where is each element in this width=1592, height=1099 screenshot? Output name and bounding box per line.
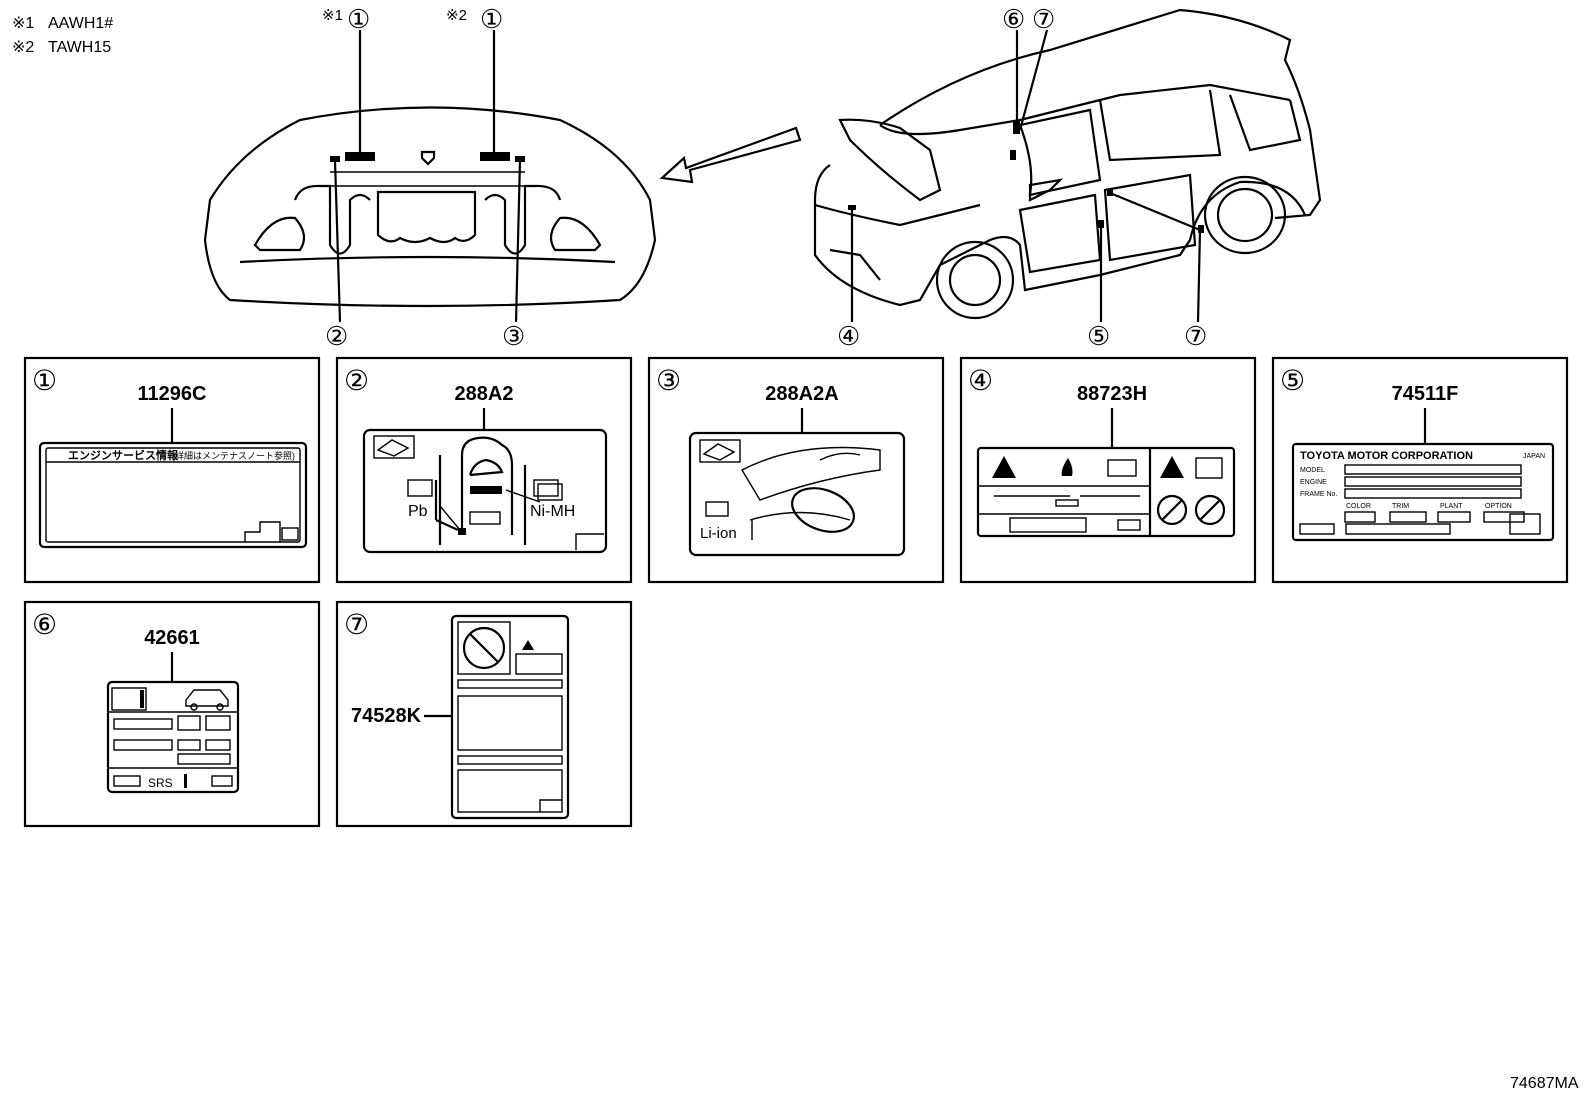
panel-1-label-subtitle: (詳細はメンテナスノート参照) [172,450,295,461]
hood-leaders [333,30,522,323]
panel-3-part-number: 288A2A [765,383,838,405]
panel-7-part-number: 74528K [351,705,422,727]
vehicle-leaders [850,29,1202,323]
panel-6: ⑥ 42661 SRS [23,600,321,828]
panel-2: ② 288A2 Pb Ni-MH [335,356,633,584]
note-2-mark: ※2 [12,39,34,56]
panel-3: ③ 288A2A Li-ion [647,356,945,584]
vehicle-illustration [813,8,1322,320]
panel-2-text-nimh: Ni-MH [530,503,575,520]
note-1-text: AAWH1# [48,15,113,32]
panel-5-maker: TOYOTA MOTOR CORPORATION [1300,450,1473,462]
diagram-code: 74687MA [1510,1075,1579,1092]
panel-6-text-srs: SRS [148,776,173,790]
panel-3-text-liion: Li-ion [700,525,737,542]
panel-5-field-frame: FRAME No. [1300,491,1337,498]
callout-car-bottom-4: ④ [837,321,860,351]
callout-car-top-6: ⑥ [1002,4,1025,34]
panel-7-number: ⑦ [344,609,369,640]
callout-hood-top-1a-mark: ※1 [322,7,343,24]
direction-arrow [659,126,802,184]
panel-1-label-title: エンジンサービス情報 [68,448,179,462]
panel-4-number: ④ [968,365,993,396]
panel-5-field-engine: ENGINE [1300,479,1327,486]
panel-5-field-model: MODEL [1300,467,1325,474]
callout-car-top-7: ⑦ [1032,4,1055,34]
panel-6-part-number: 42661 [144,627,200,649]
panel-2-part-number: 288A2 [455,383,514,405]
panel-1-part-number: 11296C [138,383,207,405]
panel-2-text-pb: Pb [408,503,428,520]
note-1-mark: ※1 [12,15,34,32]
callout-hood-top-1b: ① [480,4,503,34]
panel-7: ⑦ 74528K [335,600,633,828]
panel-5-col-plant: PLANT [1440,503,1463,510]
hood-illustration [203,106,657,308]
panel-5-number: ⑤ [1280,365,1305,396]
note-2-text: TAWH15 [48,39,111,56]
model-notes: ※1 AAWH1# ※2 TAWH15 [12,15,113,56]
callout-hood-top-1a: ① [347,4,370,34]
panel-4-part-number: 88723H [1077,383,1147,405]
panel-5-col-color: COLOR [1346,503,1371,510]
panel-5: ⑤ 74511F TOYOTA MOTOR CORPORATION JAPAN … [1271,356,1569,584]
panel-2-number: ② [344,365,369,396]
panel-5-part-number: 74511F [1392,383,1459,405]
panel-1-number: ① [32,365,57,396]
panel-5-col-trim: TRIM [1392,503,1409,510]
callout-car-bottom-7: ⑦ [1184,321,1207,351]
callout-hood-top-1b-mark: ※2 [446,7,467,24]
panel-5-col-option: OPTION [1485,503,1512,510]
panel-1: ① 11296C エンジンサービス情報 (詳細はメンテナスノート参照) [23,356,321,584]
callout-hood-bottom-3: ③ [502,321,525,351]
panel-3-number: ③ [656,365,681,396]
panel-4: ④ 88723H [959,356,1257,584]
panel-6-number: ⑥ [32,609,57,640]
callout-car-bottom-5: ⑤ [1087,321,1110,351]
callout-hood-bottom-2: ② [325,321,348,351]
panel-5-country: JAPAN [1523,453,1545,460]
